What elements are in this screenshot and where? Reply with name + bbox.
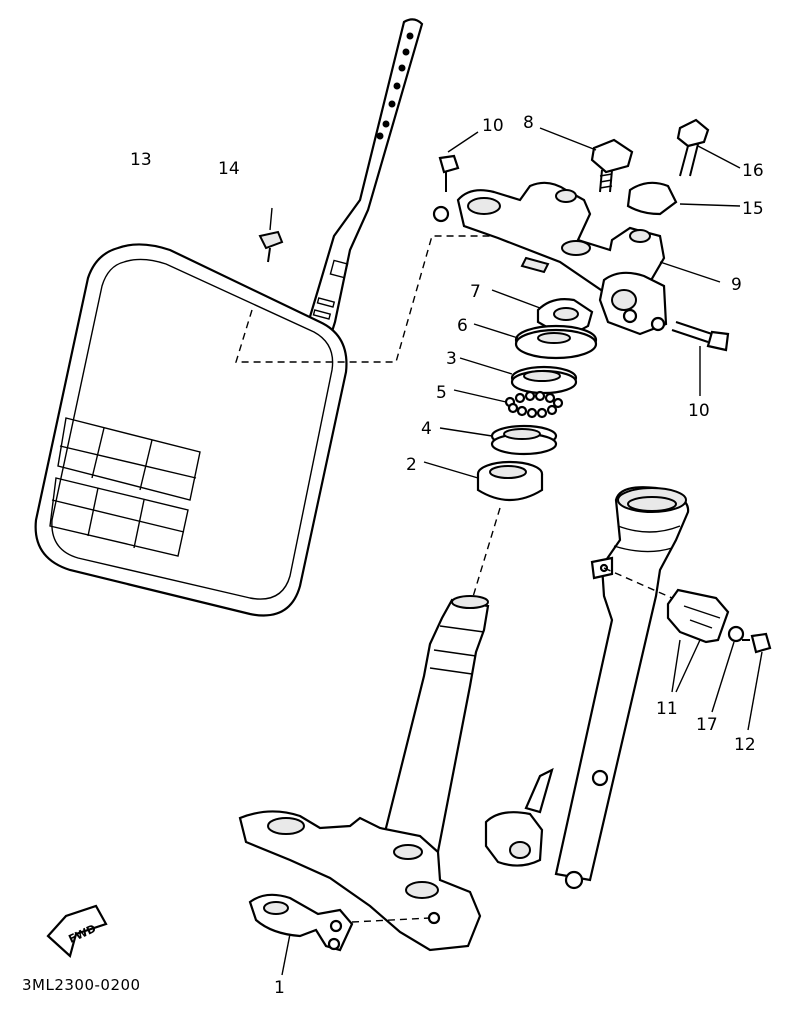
callout-3: 3 [446,349,457,369]
callout-13: 13 [130,150,152,170]
callout-10-top: 10 [482,116,504,136]
callout-12: 16 [742,161,764,181]
callout-10-bottom: 10 [688,401,710,421]
callout-11: 15 [742,199,764,219]
callout-4: 4 [421,419,432,439]
fork-cover-assembly [484,486,772,890]
callout-17: 17 [696,715,718,735]
callout-15: 11 [656,699,678,719]
steering-bearing-stack [423,289,598,601]
number-plate-part-13 [34,18,540,617]
upper-bracket-assembly [432,118,741,396]
callout-1: 1 [274,978,285,998]
forward-arrow-icon: FWD [46,904,108,959]
callout-7: 7 [470,282,481,302]
callout-14: 14 [218,159,240,179]
callout-2: 2 [406,455,417,475]
under-bracket-part-1 [238,595,490,976]
callout-labels: 10 8 16 13 14 15 9 7 6 3 5 10 4 2 11 17 … [130,113,764,998]
callout-5: 5 [436,383,447,403]
diagram-code: 3ML2300-0200 [22,976,141,994]
callout-6: 6 [457,316,468,336]
callout-16: 12 [734,735,756,755]
callout-8: 8 [523,113,534,133]
callout-9: 9 [731,275,742,295]
